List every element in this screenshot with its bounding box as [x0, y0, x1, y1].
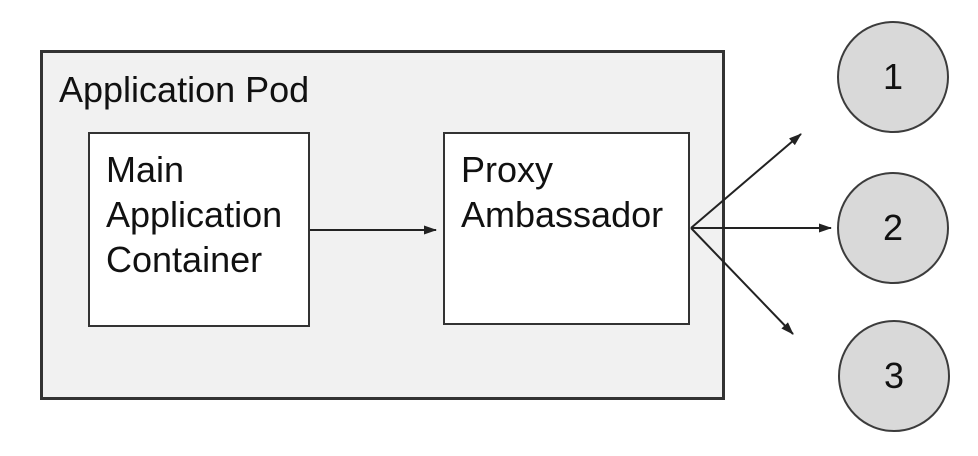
main-application-container-label: Main Application Container [106, 149, 283, 280]
node-main-application-container: Main Application Container [88, 132, 310, 327]
node-endpoint-1: 1 [837, 21, 949, 133]
node-proxy-ambassador: Proxy Ambassador [443, 132, 690, 325]
endpoint-1-label: 1 [882, 56, 904, 97]
node-endpoint-3: 3 [838, 320, 950, 432]
endpoint-3-label: 3 [883, 355, 905, 396]
application-pod-label: Application Pod [59, 69, 310, 110]
endpoint-2-label: 2 [882, 207, 904, 248]
proxy-ambassador-label: Proxy Ambassador [461, 149, 664, 235]
node-endpoint-2: 2 [837, 172, 949, 284]
